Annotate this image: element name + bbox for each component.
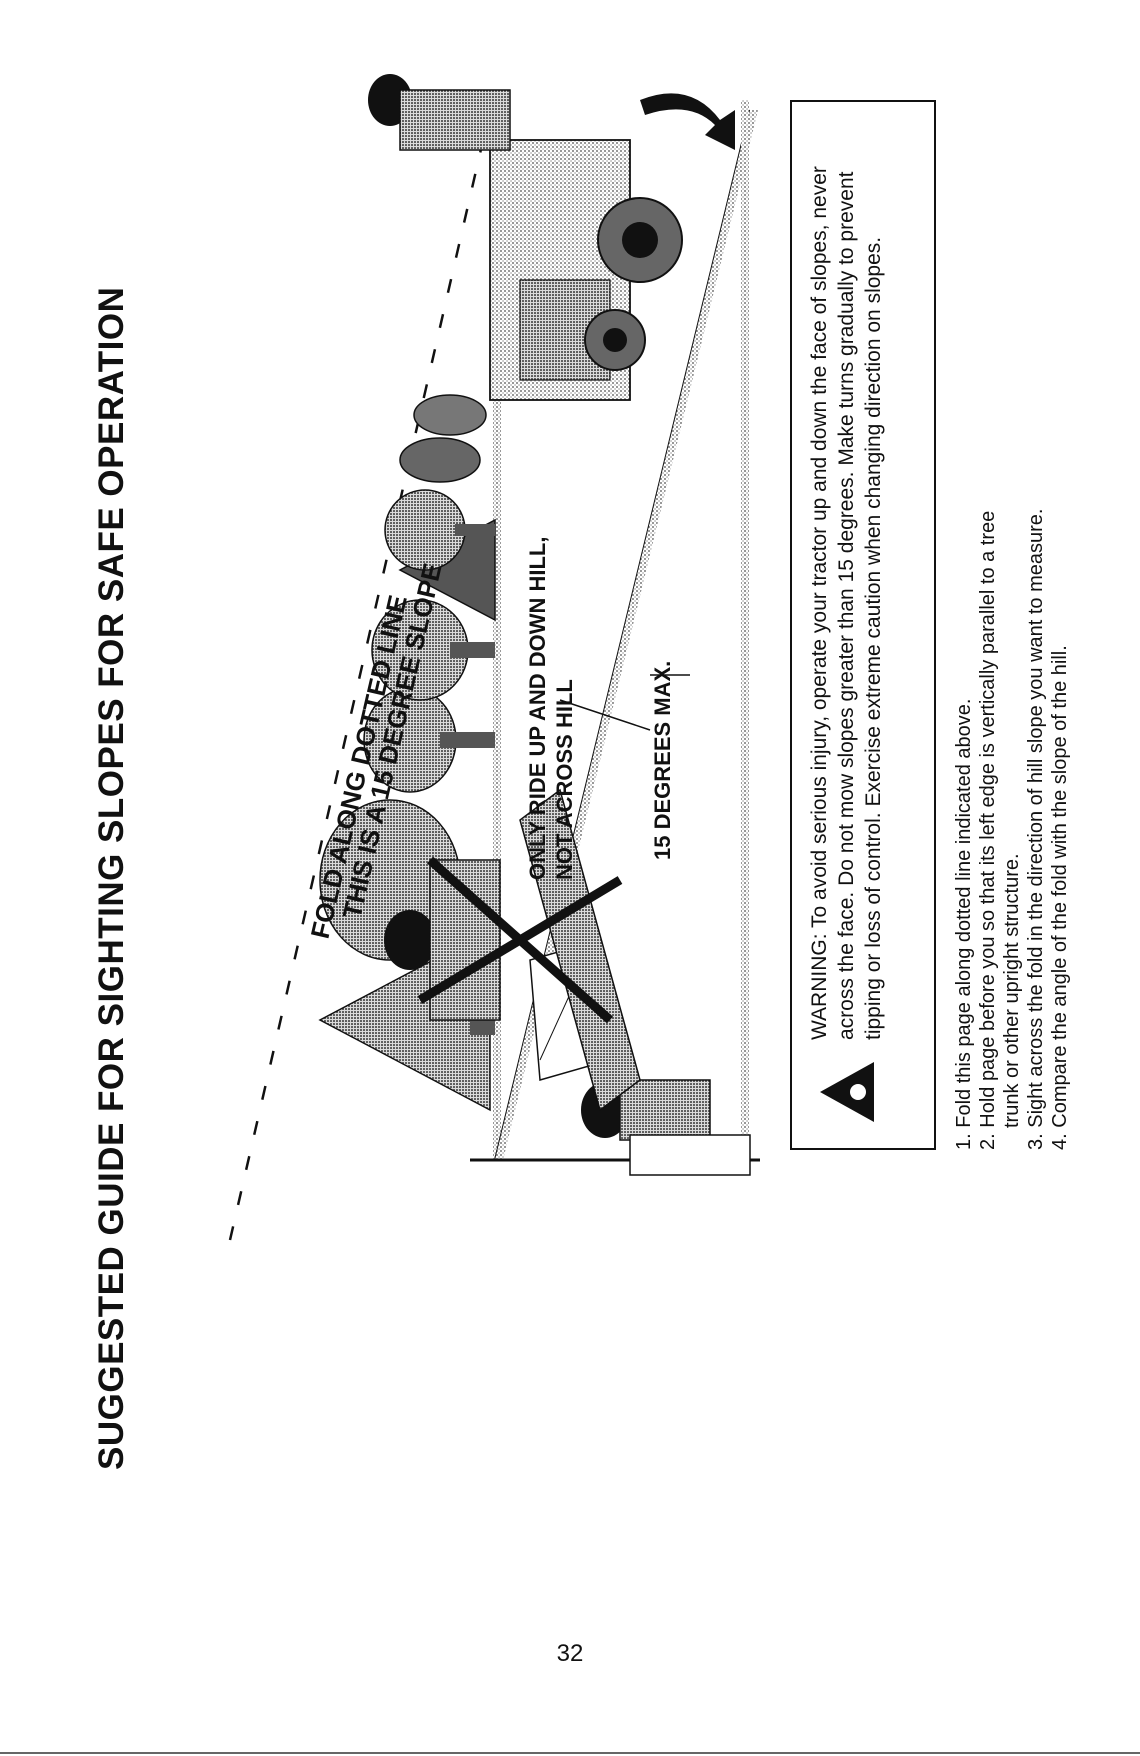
angle-pointer-line: [559, 699, 651, 731]
instruction-number: 3.: [1025, 1133, 1047, 1150]
instruction-item: 1. Fold this page along dotted line indi…: [952, 50, 976, 1150]
instruction-text: Fold this page along dotted line indicat…: [953, 698, 975, 1128]
correct-tractor: [368, 74, 683, 401]
instruction-item: 4. Compare the angle of the fold with th…: [1048, 50, 1072, 1150]
instruction-text: Sight across the fold in the direction o…: [1025, 508, 1047, 1128]
fold-dotted-line: [228, 109, 492, 1241]
warning-box: WARNING: To avoid serious injury, operat…: [790, 100, 936, 1150]
instruction-text-continued: trunk or other upright structure.: [1001, 853, 1023, 1128]
instruction-number: 1.: [953, 1133, 975, 1150]
bottom-rule: [0, 1752, 1140, 1754]
instruction-item: 2. Hold page before you so that its left…: [976, 50, 1024, 1150]
hill-instruction-line1: ONLY RIDE UP AND DOWN HILL,: [525, 537, 550, 880]
hill-instruction-line2: NOT ACROSS HILL: [552, 679, 577, 880]
round-tree: [413, 394, 487, 436]
ground-bottom-band: [741, 100, 749, 1160]
round-tree: [371, 599, 495, 701]
crossed-out-tractor: [384, 788, 641, 1112]
warning-triangle-icon: [820, 1062, 874, 1122]
landscape-content: SUGGESTED GUIDE FOR SIGHTING SLOPES FOR …: [0, 60, 1140, 1580]
instruction-text: Compare the angle of the fold with the s…: [1049, 645, 1071, 1128]
warning-text: WARNING: To avoid serious injury, operat…: [808, 166, 885, 1040]
round-tree: [399, 437, 481, 483]
downhill-arrow-icon: [640, 93, 735, 150]
instruction-number: 4.: [1049, 1133, 1071, 1150]
slope-illustration: FOLD ALONG DOTTED LINE THIS IS A 15 DEGR…: [228, 74, 760, 1241]
instruction-text: Hold page before you so that its left ed…: [977, 510, 999, 1128]
tree-group: [318, 394, 496, 1112]
round-tree: [363, 687, 495, 793]
page-number: 32: [556, 1640, 584, 1667]
instruction-item: 3. Sight across the fold in the directio…: [1024, 50, 1048, 1150]
max-angle-label: 15 DEGREES MAX.: [650, 661, 675, 860]
x-mark-line: [427, 856, 613, 1024]
instruction-number: 2.: [977, 1133, 999, 1150]
round-tree: [384, 489, 495, 571]
instruction-list: 1. Fold this page along dotted line indi…: [952, 50, 1072, 1150]
